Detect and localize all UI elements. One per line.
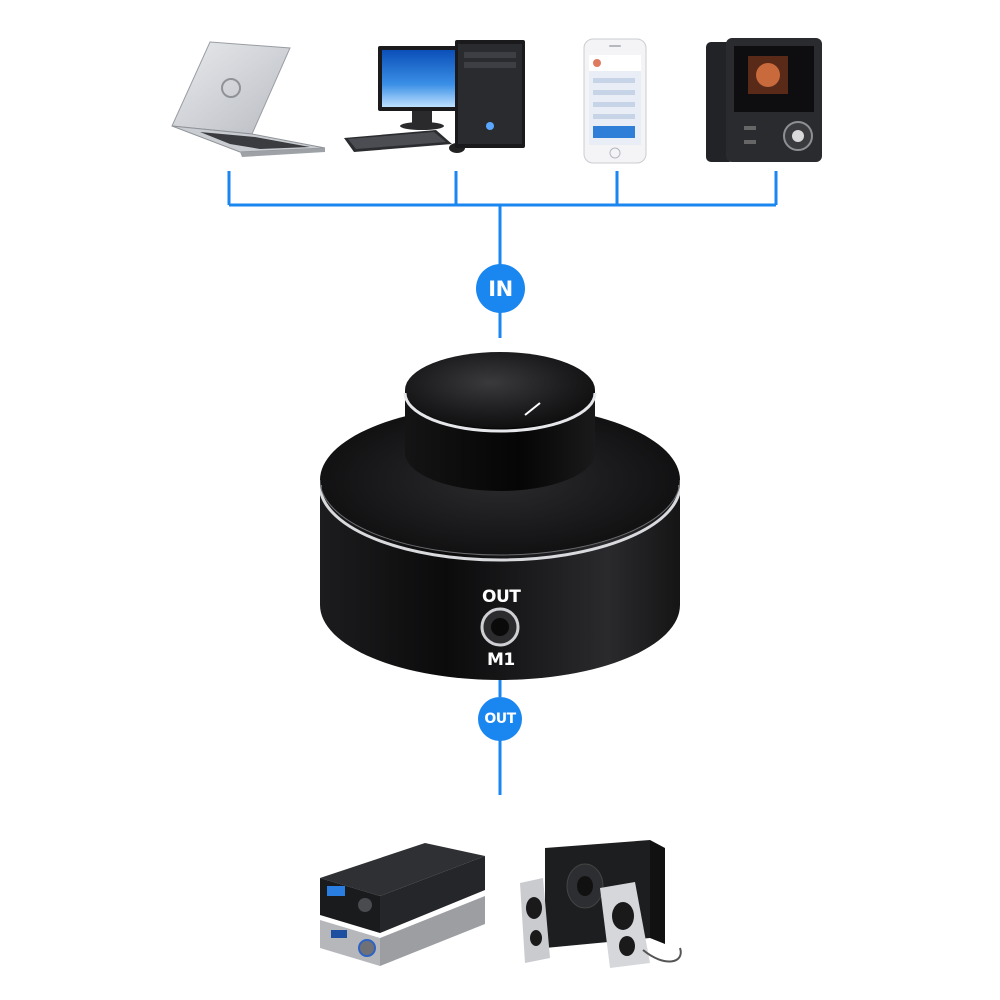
speaker-system-icon <box>520 840 682 968</box>
desktop-computer-icon <box>344 40 525 153</box>
laptop-icon <box>171 41 326 157</box>
smartphone-icon <box>583 38 647 164</box>
input-connector-label: IN <box>488 276 513 301</box>
input-connector-badge: IN <box>476 264 525 313</box>
device-out-label: OUT <box>482 587 521 607</box>
output-connector-label: OUT <box>484 711 516 727</box>
volume-knob-device <box>320 352 680 680</box>
music-player-icon <box>706 38 822 162</box>
output-connector-badge: OUT <box>478 697 522 741</box>
amplifier-icon <box>320 843 485 966</box>
device-model-label: M1 <box>487 650 515 670</box>
